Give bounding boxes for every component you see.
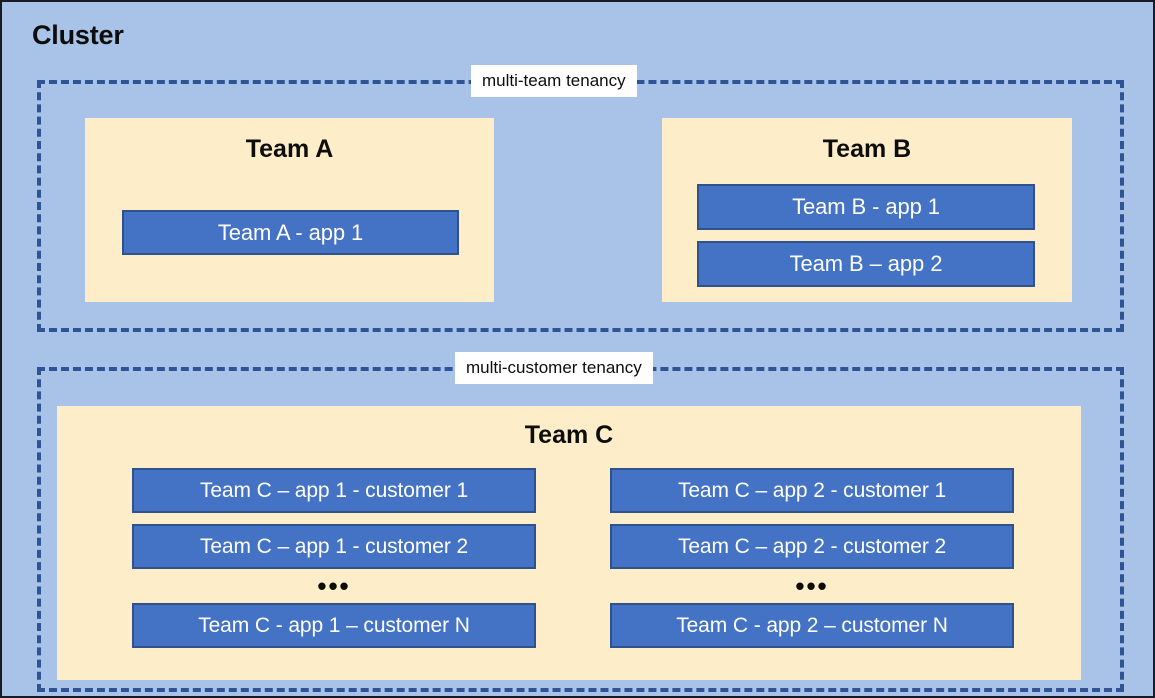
app-box-team-c-app-1-customer-n[interactable]: Team C - app 1 – customer N bbox=[132, 603, 536, 648]
group-label-multi-team-tenancy: multi-team tenancy bbox=[471, 65, 637, 97]
app-box-team-b-app-1[interactable]: Team B - app 1 bbox=[697, 184, 1035, 230]
app-box-team-c-app-2-customer-n[interactable]: Team C - app 2 – customer N bbox=[610, 603, 1014, 648]
team-box-team-c: Team C Team C – app 1 - customer 1 Team … bbox=[57, 406, 1081, 680]
app-box-team-b-app-2[interactable]: Team B – app 2 bbox=[697, 241, 1035, 287]
team-box-team-b: Team B Team B - app 1 Team B – app 2 bbox=[662, 118, 1072, 302]
ellipsis-team-c-app-1: ••• bbox=[317, 571, 351, 601]
team-title-team-a: Team A bbox=[245, 135, 334, 163]
team-box-team-a: Team A Team A - app 1 bbox=[85, 118, 494, 302]
page-title: Cluster bbox=[32, 20, 124, 50]
app-box-team-a-app-1[interactable]: Team A - app 1 bbox=[122, 210, 459, 255]
team-c-app-2-column: Team C – app 2 - customer 1 Team C – app… bbox=[610, 468, 1014, 648]
spacer bbox=[610, 513, 1014, 524]
group-label-multi-customer-tenancy: multi-customer tenancy bbox=[455, 352, 653, 384]
app-box-team-c-app-1-customer-2[interactable]: Team C – app 1 - customer 2 bbox=[132, 524, 536, 569]
team-title-team-c: Team C bbox=[524, 421, 614, 449]
team-c-app-1-column: Team C – app 1 - customer 1 Team C – app… bbox=[132, 468, 536, 648]
app-box-team-c-app-2-customer-1[interactable]: Team C – app 2 - customer 1 bbox=[610, 468, 1014, 513]
ellipsis-team-c-app-2: ••• bbox=[795, 571, 829, 601]
app-box-team-c-app-2-customer-2[interactable]: Team C – app 2 - customer 2 bbox=[610, 524, 1014, 569]
app-box-team-c-app-1-customer-1[interactable]: Team C – app 1 - customer 1 bbox=[132, 468, 536, 513]
spacer bbox=[132, 513, 536, 524]
team-title-team-b: Team B bbox=[822, 135, 912, 163]
